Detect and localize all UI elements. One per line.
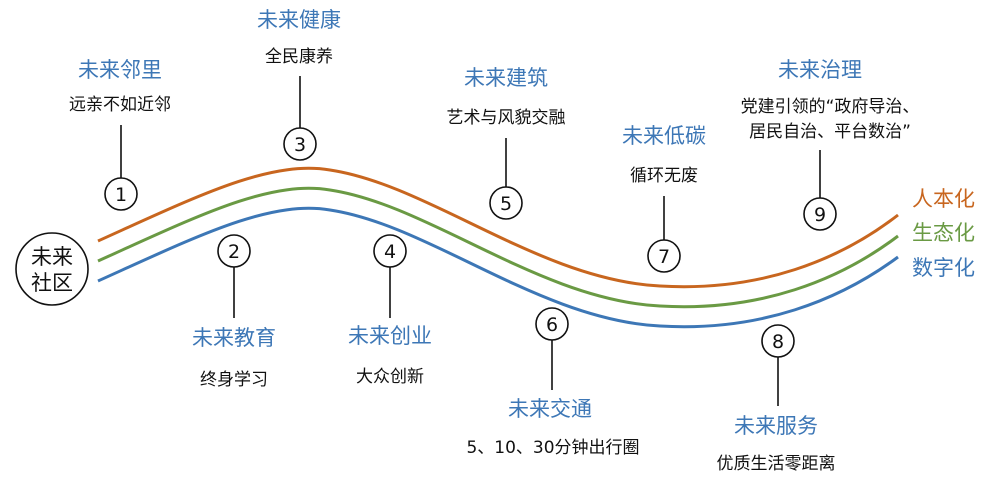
band-labels: 人本化 生态化 数字化 (912, 187, 975, 280)
wave-humanized (97, 166, 899, 289)
band-label-ecological: 生态化 (912, 221, 975, 245)
center-circle (15, 232, 89, 306)
node-description: 5、10、30分钟出行圈 (466, 438, 639, 458)
center-label-line1: 未来 (31, 245, 73, 269)
node-description: 远亲不如近邻 (69, 95, 171, 115)
wave-ecological (97, 186, 899, 309)
node-description-line2: 居民自治、平台数治” (749, 122, 911, 142)
node-8: 8 未来服务 优质生活零距离 (717, 324, 836, 474)
node-title: 未来创业 (348, 324, 432, 348)
node-title: 未来治理 (778, 58, 862, 82)
node-description: 循环无废 (630, 166, 698, 186)
node-7: 未来低碳 循环无废 7 (622, 124, 706, 273)
node-title: 未来邻里 (78, 58, 162, 82)
wave-bands (97, 166, 899, 329)
node-title: 未来教育 (192, 326, 276, 350)
number-label: 2 (228, 241, 240, 263)
node-2: 2 未来教育 终身学习 (192, 234, 276, 390)
node-description: 终身学习 (200, 370, 268, 390)
number-circle (489, 186, 523, 220)
node-description: 全民康养 (265, 47, 333, 67)
node-description: 艺术与风貌交融 (447, 108, 566, 128)
center-node: 未来 社区 (15, 232, 89, 306)
number-circle (647, 239, 681, 273)
node-title: 未来建筑 (464, 66, 548, 90)
number-label: 7 (658, 246, 670, 268)
number-circle (803, 197, 837, 231)
number-label: 8 (772, 331, 784, 353)
number-label: 4 (384, 241, 396, 263)
node-5: 未来建筑 艺术与风貌交融 5 (447, 66, 566, 220)
number-circle (283, 127, 317, 161)
number-circle (104, 177, 138, 211)
number-label: 9 (814, 204, 826, 226)
node-6: 6 未来交通 5、10、30分钟出行圈 (466, 307, 640, 458)
number-label: 6 (546, 314, 558, 336)
node-description-line1: 党建引领的“政府导治、 (741, 97, 920, 117)
node-title: 未来低碳 (622, 124, 706, 148)
node-9: 未来治理 党建引领的“政府导治、 居民自治、平台数治” 9 (741, 58, 920, 231)
node-3: 未来健康 全民康养 3 (257, 8, 341, 161)
wave-digital (97, 206, 899, 329)
number-label: 5 (500, 193, 512, 215)
number-label: 3 (294, 134, 306, 156)
node-description: 优质生活零距离 (717, 454, 836, 474)
center-label-line2: 社区 (31, 271, 73, 295)
node-4: 4 未来创业 大众创新 (348, 234, 432, 387)
node-title: 未来服务 (734, 414, 818, 438)
node-title: 未来交通 (508, 397, 592, 421)
band-label-humanized: 人本化 (912, 187, 975, 211)
number-label: 1 (115, 184, 127, 206)
band-label-digital: 数字化 (912, 256, 975, 280)
node-title: 未来健康 (257, 8, 341, 32)
node-description: 大众创新 (356, 367, 424, 387)
node-1: 未来邻里 远亲不如近邻 1 (69, 58, 171, 211)
